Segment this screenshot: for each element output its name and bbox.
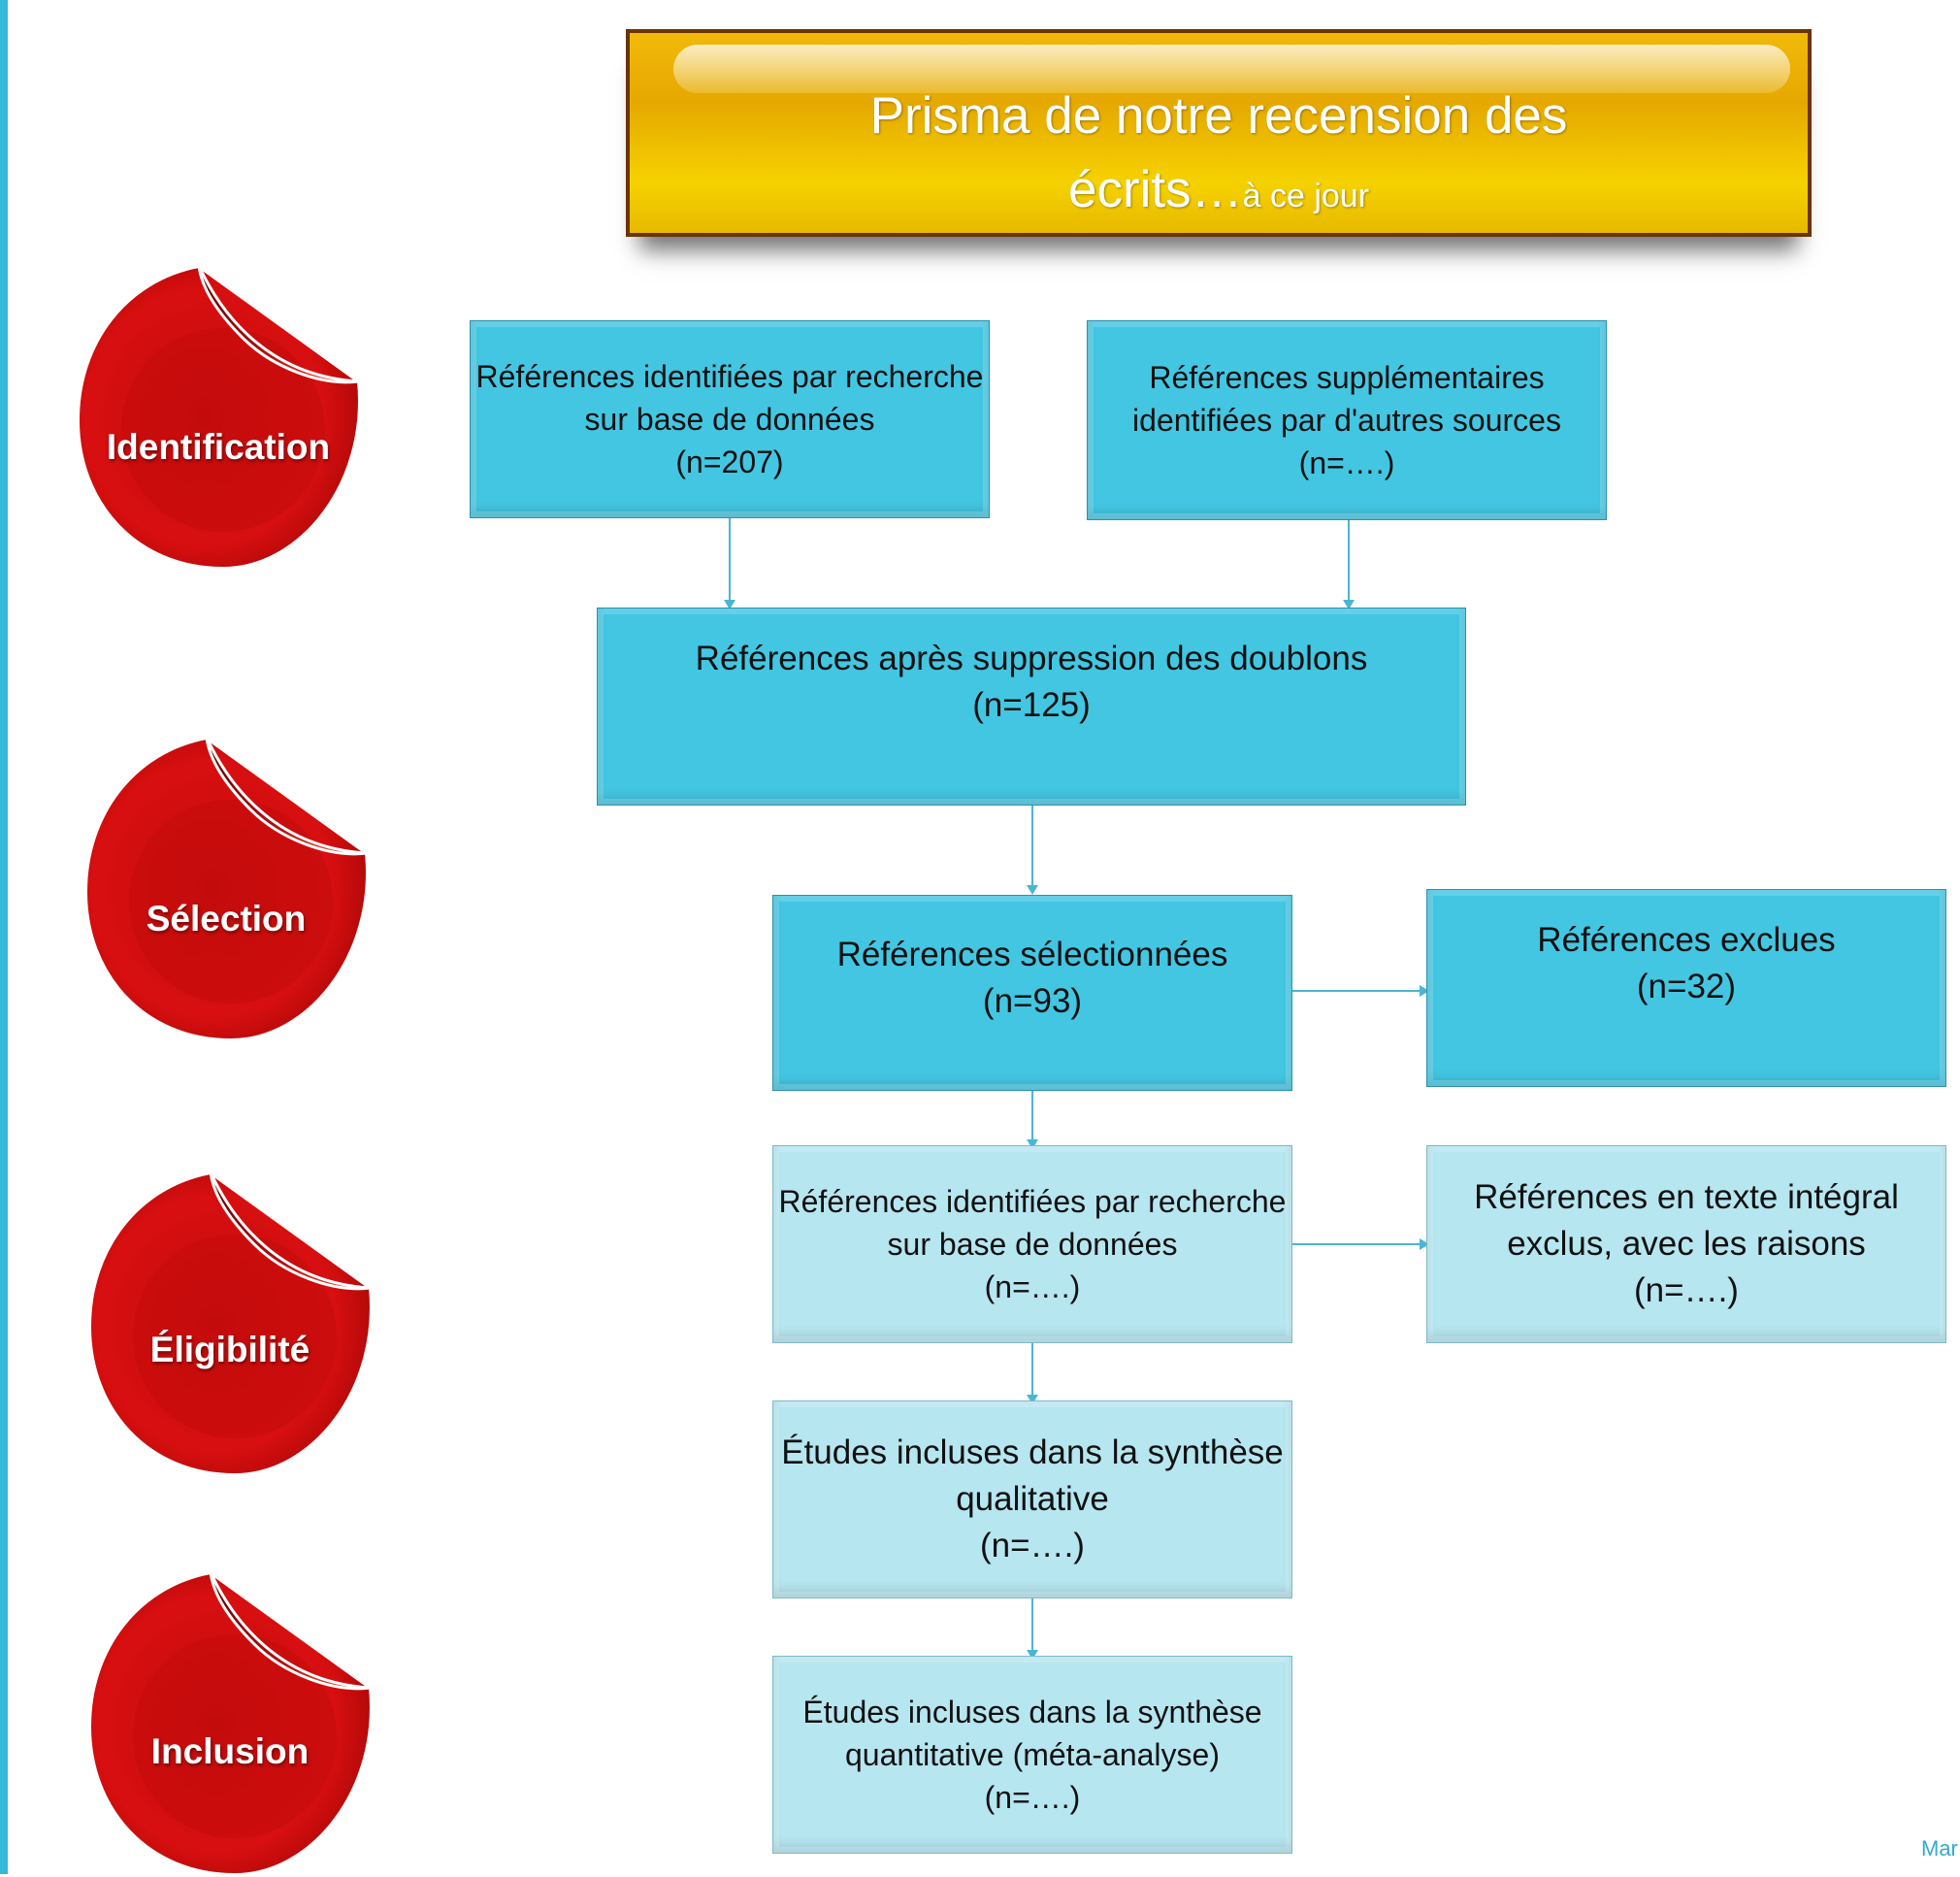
arrow-icon bbox=[1027, 1395, 1038, 1404]
connector bbox=[1291, 990, 1421, 992]
box-after-duplicates: Références après suppression des doublon… bbox=[597, 608, 1466, 806]
left-accent-bar bbox=[0, 0, 8, 1874]
arrow-icon bbox=[1420, 985, 1429, 997]
box-fulltext-excluded: Références en texte intégral exclus, ave… bbox=[1426, 1145, 1946, 1343]
box-excluded: Références exclues (n=32) bbox=[1426, 889, 1946, 1087]
title-banner: Prisma de notre recension des écrits…à c… bbox=[626, 29, 1812, 237]
stage-label-selection: Sélection bbox=[146, 899, 307, 938]
arrow-icon bbox=[1027, 885, 1038, 895]
box-text: Références sélectionnées (n=93) bbox=[836, 936, 1228, 1020]
box-text: Études incluses dans la synthèse quantit… bbox=[802, 1695, 1262, 1815]
connector bbox=[1031, 1089, 1033, 1141]
box-quantitative: Études incluses dans la synthèse quantit… bbox=[772, 1656, 1292, 1854]
title-suffix: à ce jour bbox=[1242, 178, 1370, 214]
box-eligibility: Références identifiées par recherche sur… bbox=[772, 1145, 1292, 1343]
box-text: Références identifiées par recherche sur… bbox=[475, 359, 984, 479]
box-other-sources: Références supplémentaires identifiées p… bbox=[1087, 320, 1607, 520]
sticker-icon bbox=[78, 263, 359, 571]
box-qualitative: Études incluses dans la synthèse qualita… bbox=[772, 1400, 1292, 1598]
box-text: Références en texte intégral exclus, ave… bbox=[1474, 1178, 1899, 1309]
stage-badge-selection: Sélection bbox=[85, 732, 367, 1042]
footer-note: Mar bbox=[1921, 1836, 1958, 1861]
arrow-icon bbox=[1027, 1139, 1038, 1149]
stage-badge-eligibility: Éligibilité bbox=[89, 1167, 371, 1477]
arrow-icon bbox=[724, 600, 735, 609]
title-line-1: Prisma de notre recension des bbox=[869, 87, 1568, 145]
box-text: Références exclues (n=32) bbox=[1537, 921, 1836, 1005]
connector bbox=[1031, 1597, 1033, 1652]
sticker-icon bbox=[89, 1569, 371, 1877]
title-text: Prisma de notre recension des écrits…à c… bbox=[630, 80, 1808, 233]
connector bbox=[1291, 1243, 1421, 1245]
connector bbox=[1031, 804, 1033, 887]
title-line-2: écrits…à ce jour bbox=[630, 153, 1808, 233]
stage-badge-inclusion: Inclusion bbox=[89, 1566, 371, 1877]
stage-label-eligibility: Éligibilité bbox=[149, 1330, 310, 1369]
box-text: Références supplémentaires identifiées p… bbox=[1132, 360, 1561, 480]
connector bbox=[1348, 520, 1350, 602]
arrow-icon bbox=[1027, 1650, 1038, 1660]
connector bbox=[729, 518, 731, 602]
box-text: Références identifiées par recherche sur… bbox=[778, 1184, 1287, 1304]
stage-badge-identification: Identification bbox=[78, 260, 359, 571]
arrow-icon bbox=[1420, 1238, 1429, 1250]
stage-label-inclusion: Inclusion bbox=[150, 1731, 310, 1771]
connector bbox=[1031, 1342, 1033, 1397]
arrow-icon bbox=[1343, 600, 1355, 609]
box-text: Références après suppression des doublon… bbox=[695, 640, 1368, 724]
title-line-2-main: écrits… bbox=[1067, 161, 1243, 218]
box-selected: Références sélectionnées (n=93) bbox=[772, 895, 1292, 1091]
sticker-icon bbox=[85, 735, 367, 1042]
box-database-references: Références identifiées par recherche sur… bbox=[470, 320, 990, 518]
sticker-icon bbox=[89, 1169, 371, 1477]
stage-label-identification: Identification bbox=[106, 427, 331, 467]
box-text: Études incluses dans la synthèse qualita… bbox=[781, 1433, 1284, 1564]
